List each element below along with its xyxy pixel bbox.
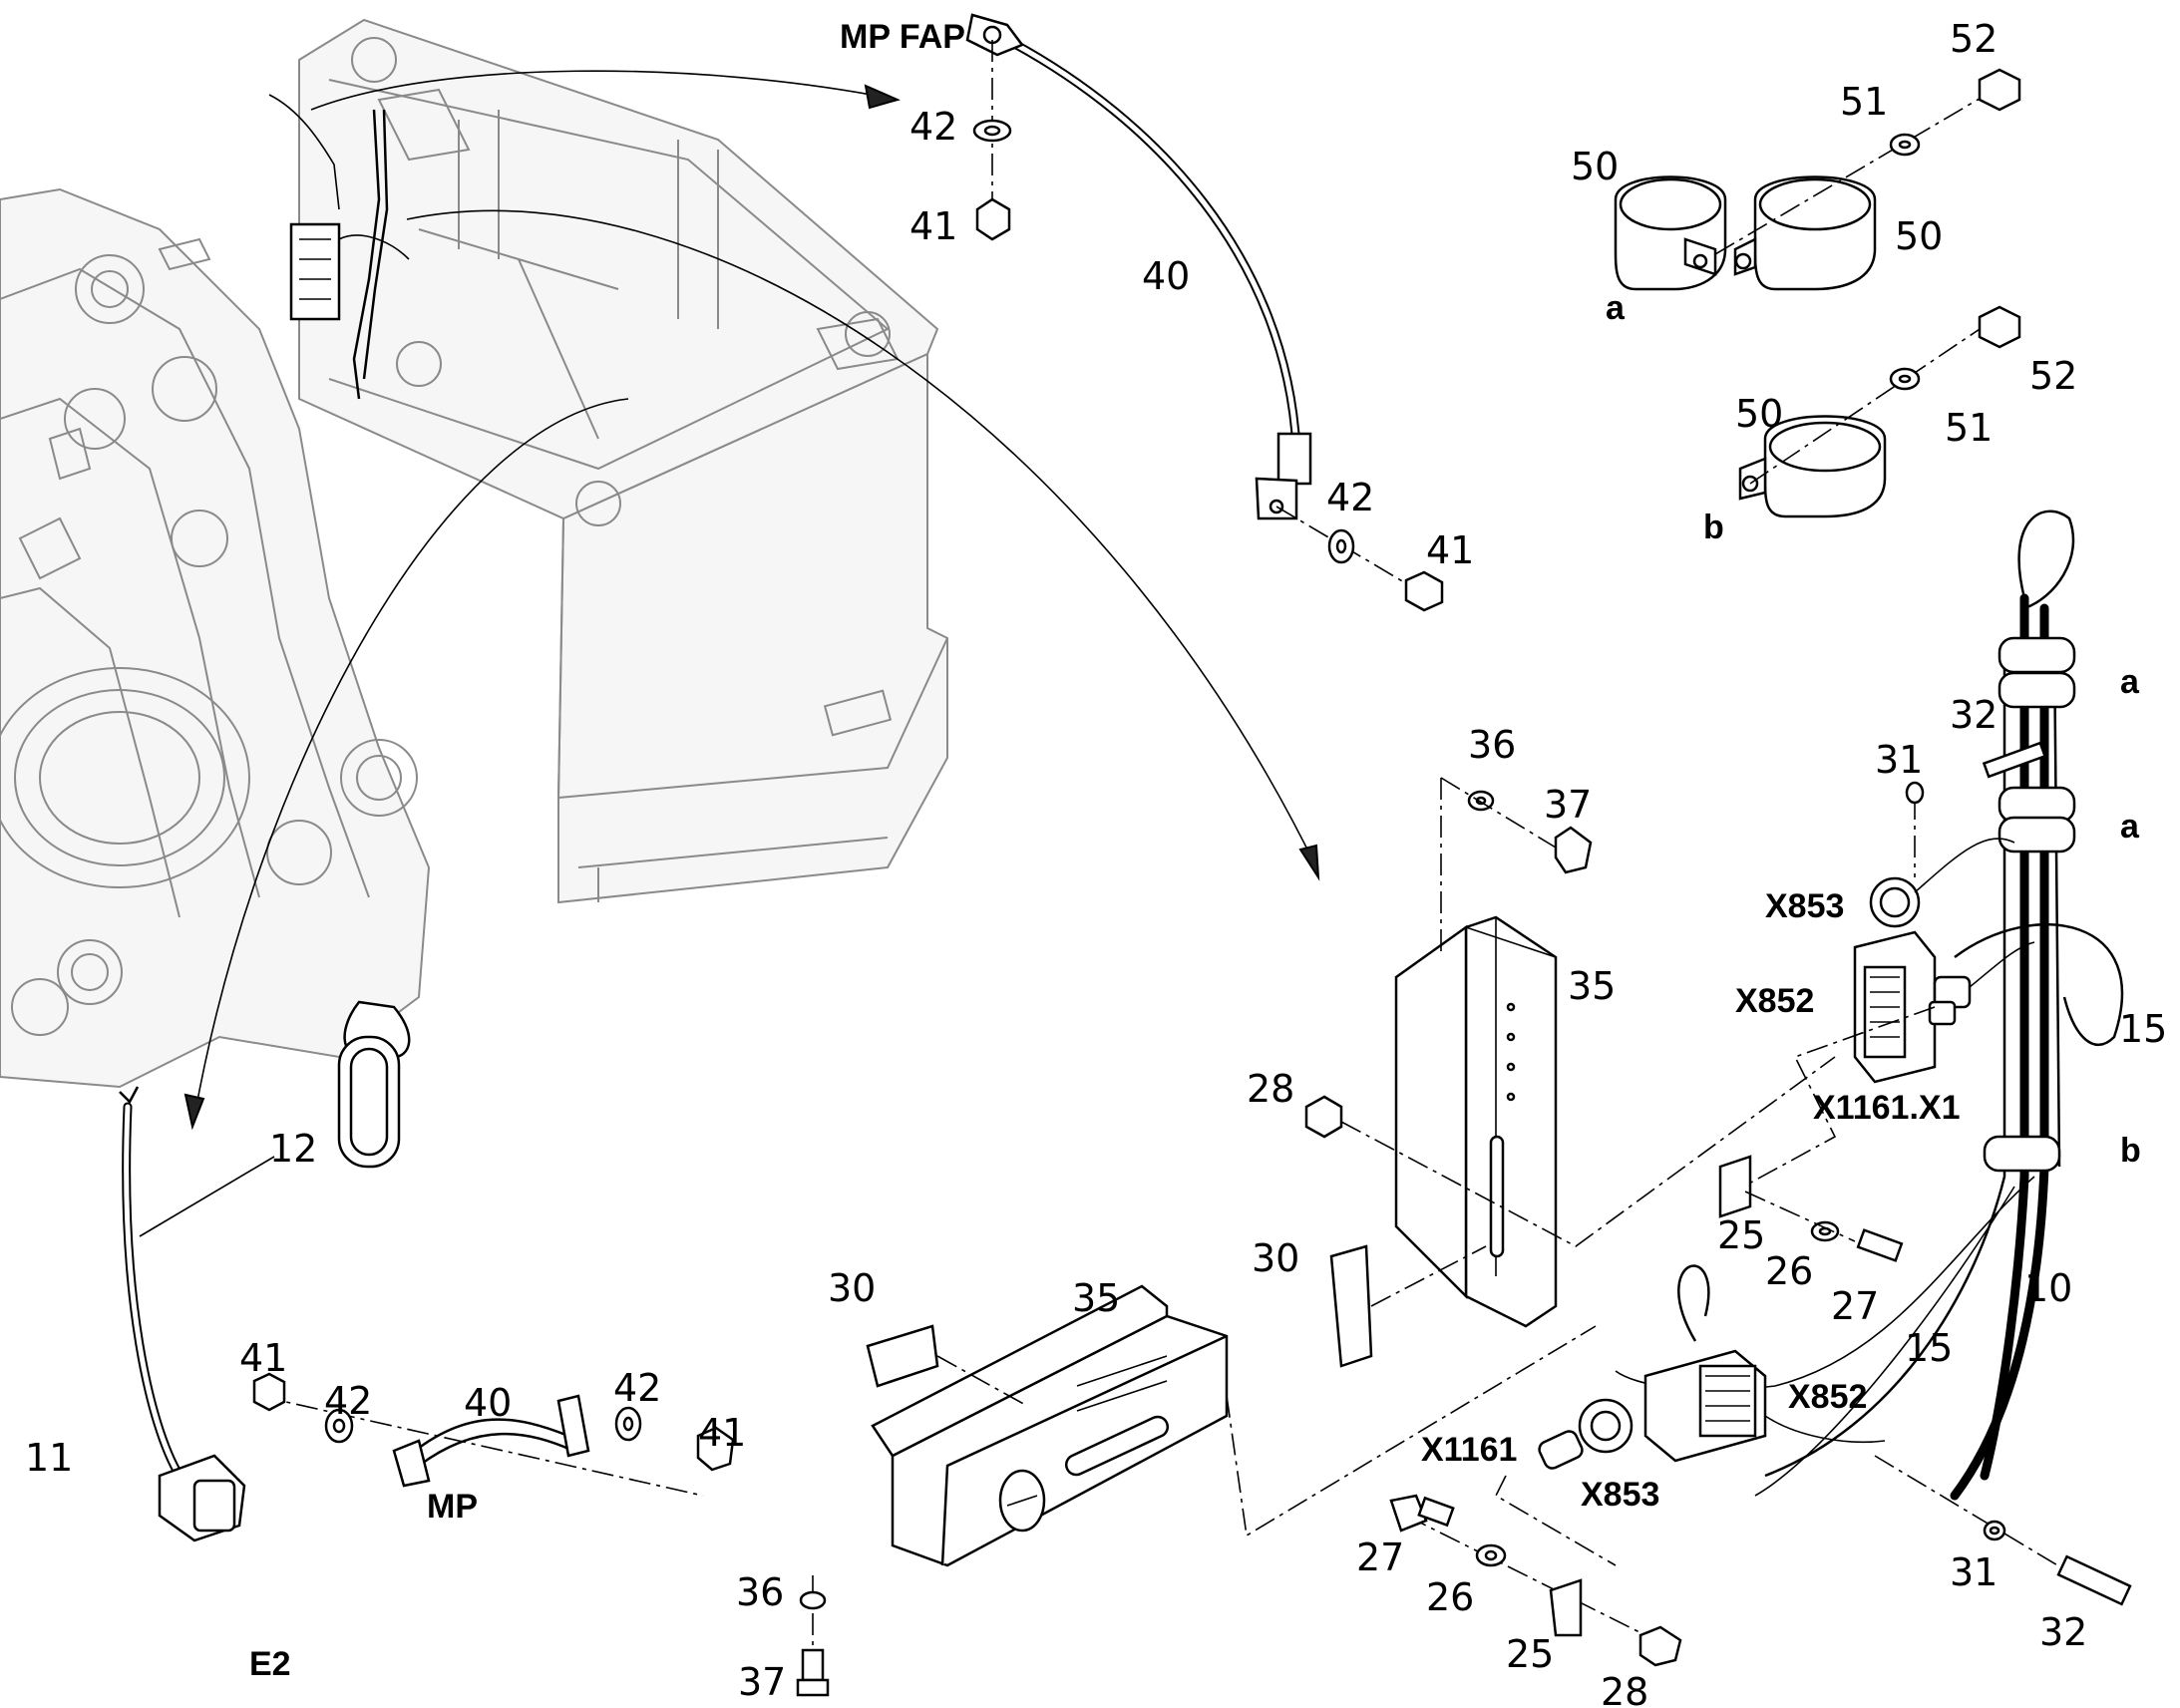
cable-tie-12 xyxy=(337,1000,411,1169)
clamps-50 xyxy=(1614,68,2021,518)
label-41: 41 xyxy=(239,1336,287,1380)
leader-arrows xyxy=(183,70,1320,1131)
label-42: 42 xyxy=(909,105,957,149)
label-x853: X853 xyxy=(1581,1476,1659,1514)
top-fasteners xyxy=(972,40,1444,612)
label-b: b xyxy=(1703,509,1724,546)
label-41: 41 xyxy=(698,1411,746,1455)
label-a: a xyxy=(2120,663,2140,701)
label-36: 36 xyxy=(1468,723,1516,767)
label-32: 32 xyxy=(1950,693,1998,737)
label-mp-fap: MP FAP xyxy=(840,18,965,56)
label-42: 42 xyxy=(1326,476,1374,519)
label-37: 37 xyxy=(1544,783,1592,827)
label-25: 25 xyxy=(1506,1632,1554,1676)
label-10: 10 xyxy=(2024,1266,2072,1310)
label-mp: MP xyxy=(427,1488,478,1526)
label-x853: X853 xyxy=(1765,887,1844,925)
label-40: 40 xyxy=(464,1381,512,1425)
label-51: 51 xyxy=(1945,406,1993,450)
label-x1161-x1: X1161.X1 xyxy=(1813,1089,1960,1127)
label-31: 31 xyxy=(1950,1550,1998,1594)
label-30: 30 xyxy=(1252,1236,1299,1280)
label-50: 50 xyxy=(1895,214,1943,258)
label-25: 25 xyxy=(1717,1213,1765,1257)
label-26: 26 xyxy=(1765,1249,1813,1293)
wiring-harness-10 xyxy=(1615,510,2124,1501)
bottom-right-fasteners xyxy=(1389,741,2132,1667)
label-52: 52 xyxy=(1950,17,1998,61)
label-12: 12 xyxy=(269,1127,317,1171)
label-51: 51 xyxy=(1840,80,1888,124)
installed-wiring xyxy=(268,94,410,400)
label-26: 26 xyxy=(1426,1575,1474,1619)
label-e2: E2 xyxy=(249,1645,291,1683)
label-36: 36 xyxy=(736,1570,784,1614)
label-a: a xyxy=(1606,289,1626,327)
label-50: 50 xyxy=(1735,392,1783,436)
label-32: 32 xyxy=(2039,1610,2087,1654)
label-11: 11 xyxy=(25,1436,73,1480)
label-x852: X852 xyxy=(1788,1378,1867,1416)
label-28: 28 xyxy=(1601,1670,1648,1708)
bracket-35-vertical xyxy=(1304,777,1836,1368)
bracket-35-horizontal xyxy=(796,1284,1597,1697)
cable-11 xyxy=(119,1086,275,1542)
ground-cable-40-top xyxy=(965,13,1312,520)
label-41: 41 xyxy=(1426,528,1474,572)
label-35: 35 xyxy=(1072,1276,1120,1320)
label-52: 52 xyxy=(2029,354,2077,398)
label-27: 27 xyxy=(1831,1284,1879,1328)
label-50: 50 xyxy=(1571,145,1619,188)
machine-frame xyxy=(0,18,948,1089)
label-28: 28 xyxy=(1247,1067,1294,1111)
label-b: b xyxy=(2120,1132,2141,1170)
label-x852: X852 xyxy=(1735,982,1814,1020)
ground-cable-40-bottom xyxy=(252,1372,735,1497)
label-27: 27 xyxy=(1356,1536,1404,1579)
label-x1161: X1161 xyxy=(1421,1431,1517,1469)
callout-labels: MP FAP MP E2 a a a b b X853 X852 X1161.X… xyxy=(25,17,2167,1708)
label-15: 15 xyxy=(2119,1007,2167,1051)
label-37: 37 xyxy=(738,1660,786,1704)
label-40: 40 xyxy=(1142,254,1190,298)
label-15: 15 xyxy=(1905,1326,1953,1370)
label-35: 35 xyxy=(1568,964,1616,1008)
label-42: 42 xyxy=(324,1379,372,1423)
label-41: 41 xyxy=(909,204,957,248)
label-30: 30 xyxy=(828,1266,876,1310)
label-a: a xyxy=(2120,808,2140,846)
label-31: 31 xyxy=(1875,738,1923,782)
bottom-connectors xyxy=(1538,1264,1886,1470)
label-42: 42 xyxy=(613,1366,661,1410)
